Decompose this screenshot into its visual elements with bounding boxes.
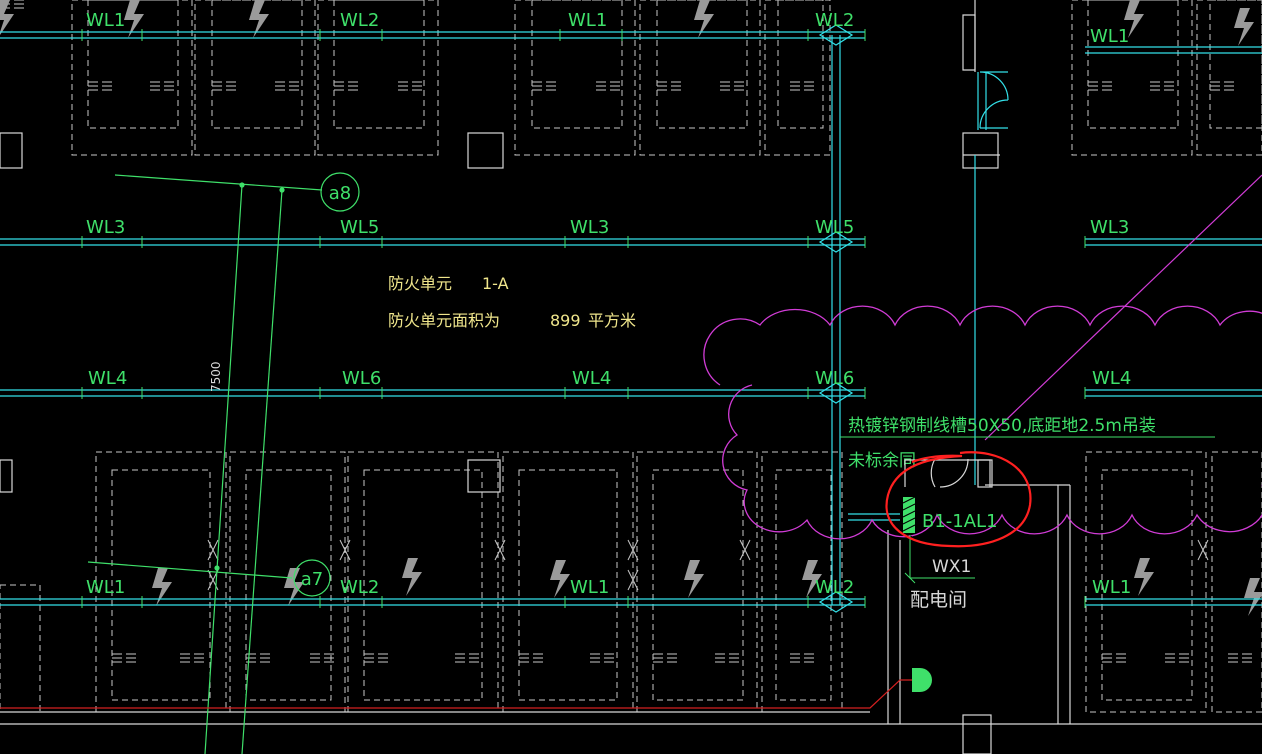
- feeder-wx1: WX1: [904, 535, 975, 584]
- circuit-label: WL6: [815, 368, 854, 389]
- circuit-label: WL1: [568, 10, 607, 31]
- red-feeder: [0, 668, 932, 709]
- circuit-labels-row2: WL3 WL5 WL3 WL5 WL3: [86, 217, 1129, 238]
- fixture-crossings: [207, 539, 1209, 591]
- cable-tray-horizontal: [0, 31, 1262, 606]
- circuit-label: WL1: [1090, 26, 1129, 47]
- walls: [0, 0, 1262, 725]
- panel-door-swings: [904, 458, 993, 488]
- fire-unit-area-label: 防火单元面积为: [388, 311, 500, 330]
- red-markup-circle: [885, 451, 1032, 548]
- tray-junctions: [818, 24, 854, 613]
- tray-note-line2: 未标余同: [848, 451, 916, 471]
- circuit-label: WL1: [1092, 577, 1131, 598]
- circuit-labels-row3: WL4 WL6 WL4 WL6 WL4: [88, 368, 1131, 389]
- distribution-panel-symbol: [902, 496, 916, 533]
- circuit-labels-row4: WL1 WL2 WL1 WL2 WL1: [86, 577, 1131, 598]
- svg-text:a8: a8: [329, 183, 351, 204]
- magenta-leader-line: [984, 174, 1262, 441]
- fire-unit-label: 防火单元: [388, 274, 452, 293]
- fire-unit-annotation: 防火单元 1-A 防火单元面积为 899 平方米: [388, 274, 636, 330]
- circuit-label: WL2: [340, 10, 379, 31]
- circuit-label: WL1: [570, 577, 609, 598]
- emergency-light-symbols: [0, 0, 1262, 616]
- lighting-fixture-grid-bottom: [0, 451, 1262, 713]
- circuit-label: WL1: [86, 577, 125, 598]
- axis-bubble-a8: a8: [320, 172, 360, 212]
- cable-tray-vertical: [831, 35, 976, 605]
- circuit-label: WL6: [342, 368, 381, 389]
- circuit-label: WL4: [572, 368, 611, 389]
- circuit-label: WL3: [570, 217, 609, 238]
- lighting-fixture-grid-top: [71, 0, 1262, 156]
- structural-columns: [0, 132, 999, 754]
- tray-note-line1: 热镀锌钢制线槽50X50,底距地2.5m吊装: [848, 416, 1156, 436]
- revision-cloud: [703, 305, 1262, 540]
- fire-unit-code: 1-A: [482, 274, 509, 293]
- circuit-label: WL2: [340, 577, 379, 598]
- door-swings: [977, 71, 1009, 130]
- feeder-label: WX1: [932, 557, 971, 577]
- room-label: 配电间: [910, 589, 967, 611]
- panel-id-label: B1-1AL1: [922, 511, 998, 532]
- fixture-symbols: [0, 0, 1253, 663]
- axis-bubble-a7: a7: [293, 559, 331, 597]
- axis-lines: [87, 174, 323, 754]
- tray-note: 热镀锌钢制线槽50X50,底距地2.5m吊装 未标余同: [840, 416, 1215, 471]
- circuit-label: WL2: [815, 10, 854, 31]
- circuit-label: WL4: [1092, 368, 1131, 389]
- fire-unit-area-value: 899: [550, 311, 581, 330]
- circuit-label: WL1: [86, 10, 125, 31]
- tray-ticks: [81, 29, 1086, 608]
- fire-unit-area-unit: 平方米: [588, 311, 636, 330]
- circuit-label: WL3: [1090, 217, 1129, 238]
- dimension-label: 7500: [209, 361, 223, 392]
- circuit-label: WL5: [815, 217, 854, 238]
- circuit-label: WL5: [340, 217, 379, 238]
- circuit-label: WL2: [815, 577, 854, 598]
- svg-text:a7: a7: [301, 569, 323, 590]
- circuit-labels-row1: WL1 WL2 WL1 WL2 WL1: [86, 10, 1129, 47]
- circuit-label: WL3: [86, 217, 125, 238]
- circuit-label: WL4: [88, 368, 127, 389]
